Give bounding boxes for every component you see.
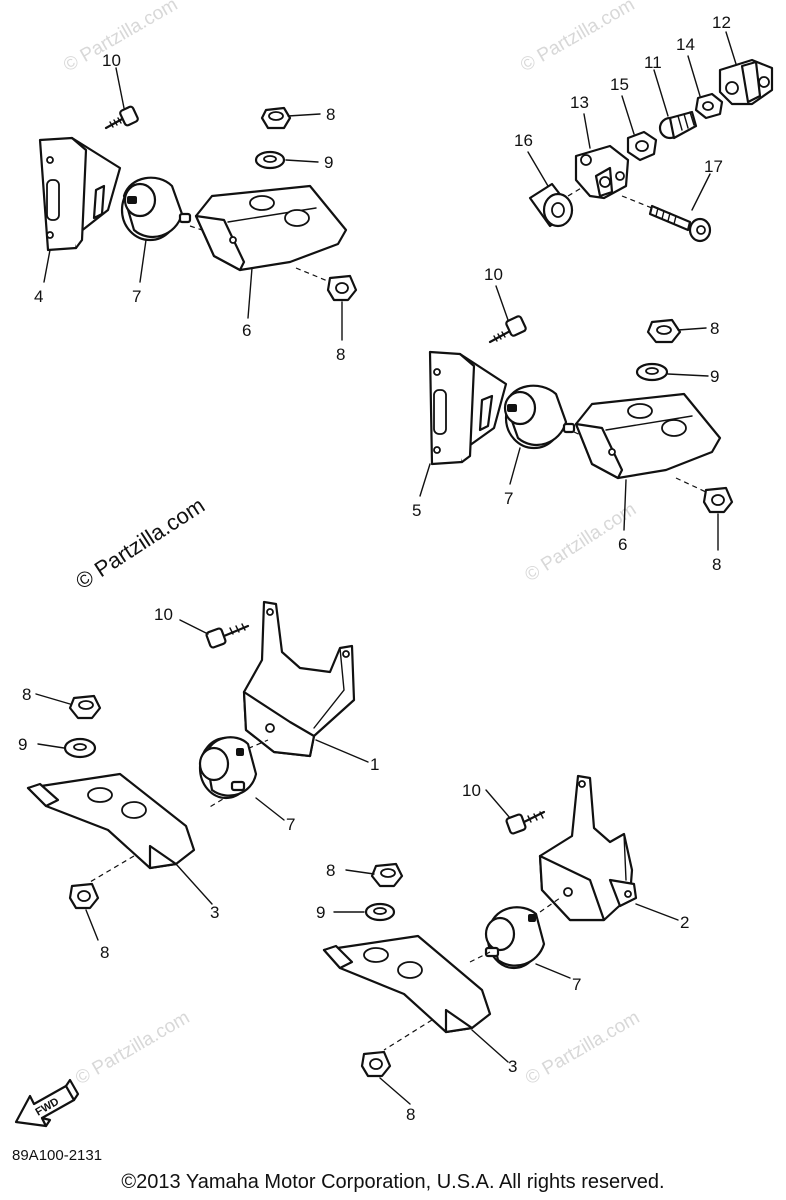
assembly-top-left bbox=[38, 105, 358, 302]
bracket-part-2 bbox=[538, 774, 638, 922]
bracket-part-4 bbox=[38, 136, 122, 252]
bracket-part-5 bbox=[428, 350, 508, 466]
copyright-notice: ©2013 Yamaha Motor Corporation, U.S.A. A… bbox=[121, 1171, 664, 1193]
callout-3: 3 bbox=[210, 903, 219, 922]
nut-part-8 bbox=[68, 882, 100, 910]
nut-part-15 bbox=[626, 130, 658, 162]
callout-10: 10 bbox=[102, 51, 121, 70]
callout-17: 17 bbox=[704, 157, 723, 176]
callout-14: 14 bbox=[676, 35, 695, 54]
washer-part-9 bbox=[254, 150, 286, 170]
rubber-mount-part-7 bbox=[484, 906, 546, 970]
callout-8: 8 bbox=[22, 685, 31, 704]
washer-part-9 bbox=[635, 362, 669, 382]
callout-7: 7 bbox=[572, 975, 581, 994]
watermark: © Partzilla.com bbox=[72, 1007, 193, 1089]
watermark-dark: © Partzilla.com bbox=[71, 492, 209, 594]
part-code: 89A100-2131 bbox=[12, 1147, 102, 1164]
callout-9: 9 bbox=[316, 903, 325, 922]
callout-8: 8 bbox=[326, 861, 335, 880]
bracket-part-1 bbox=[242, 600, 356, 758]
washer-part-9 bbox=[63, 737, 97, 759]
callout-7: 7 bbox=[132, 287, 141, 306]
nut-part-8 bbox=[326, 274, 358, 302]
callout-10: 10 bbox=[484, 265, 503, 284]
callout-8: 8 bbox=[712, 555, 721, 574]
washer-part-9 bbox=[364, 902, 396, 922]
callouts: 10 8 9 4 7 6 8 12 14 11 15 13 16 17 10 8… bbox=[18, 13, 731, 1124]
watermark-group: © Partzilla.com © Partzilla.com © Partzi… bbox=[60, 0, 643, 1089]
callout-8: 8 bbox=[336, 345, 345, 364]
rubber-mount-part-7 bbox=[120, 176, 192, 242]
bolt-part-10 bbox=[505, 810, 546, 835]
assembly-middle-right bbox=[428, 315, 734, 514]
callout-3: 3 bbox=[508, 1057, 517, 1076]
callout-9: 9 bbox=[324, 153, 333, 172]
callout-2: 2 bbox=[680, 913, 689, 932]
callout-4: 4 bbox=[34, 287, 43, 306]
callout-1: 1 bbox=[370, 755, 379, 774]
callout-16: 16 bbox=[514, 131, 533, 150]
nut-part-8 bbox=[370, 862, 404, 888]
forward-arrow-icon: FWD bbox=[14, 1078, 80, 1128]
rubber-mount-part-7 bbox=[503, 384, 576, 450]
callout-7: 7 bbox=[286, 815, 295, 834]
bolt-part-17 bbox=[621, 195, 712, 243]
callout-5: 5 bbox=[412, 501, 421, 520]
bushing-part-16 bbox=[528, 182, 574, 228]
stud-part-11 bbox=[658, 110, 698, 140]
nut-part-14 bbox=[694, 92, 724, 120]
plate-part-3 bbox=[26, 772, 196, 870]
assembly-lower-right bbox=[322, 774, 638, 1078]
watermark: © Partzilla.com bbox=[517, 0, 638, 76]
bolt-part-10 bbox=[488, 315, 527, 344]
callout-12: 12 bbox=[712, 13, 731, 32]
watermark: © Partzilla.com bbox=[522, 1007, 643, 1089]
assembly-lower-left bbox=[26, 600, 356, 910]
callout-15: 15 bbox=[610, 75, 629, 94]
assembly-damper-link bbox=[528, 58, 774, 243]
callout-13: 13 bbox=[570, 93, 589, 112]
callout-10: 10 bbox=[154, 605, 173, 624]
nut-part-8 bbox=[68, 694, 102, 720]
bolt-part-10 bbox=[104, 105, 139, 130]
callout-9: 9 bbox=[710, 367, 719, 386]
callout-7: 7 bbox=[504, 489, 513, 508]
callout-10: 10 bbox=[462, 781, 481, 800]
rubber-mount-part-7 bbox=[198, 736, 258, 800]
callout-11: 11 bbox=[644, 53, 662, 72]
callout-8: 8 bbox=[326, 105, 335, 124]
plate-part-6 bbox=[194, 184, 348, 272]
nut-part-8 bbox=[360, 1050, 392, 1078]
callout-6: 6 bbox=[618, 535, 627, 554]
bracket-part-13 bbox=[574, 144, 630, 200]
nut-part-8 bbox=[260, 106, 292, 130]
clevis-part-12 bbox=[718, 58, 774, 106]
leader-lines bbox=[35, 31, 737, 1105]
callout-9: 9 bbox=[18, 735, 27, 754]
callout-8: 8 bbox=[406, 1105, 415, 1124]
nut-part-8 bbox=[702, 486, 734, 514]
plate-part-3 bbox=[322, 934, 492, 1034]
plate-part-6 bbox=[574, 392, 722, 480]
callout-8: 8 bbox=[100, 943, 109, 962]
callout-8: 8 bbox=[710, 319, 719, 338]
callout-6: 6 bbox=[242, 321, 251, 340]
bolt-part-10 bbox=[205, 623, 250, 649]
nut-part-8 bbox=[646, 318, 682, 344]
